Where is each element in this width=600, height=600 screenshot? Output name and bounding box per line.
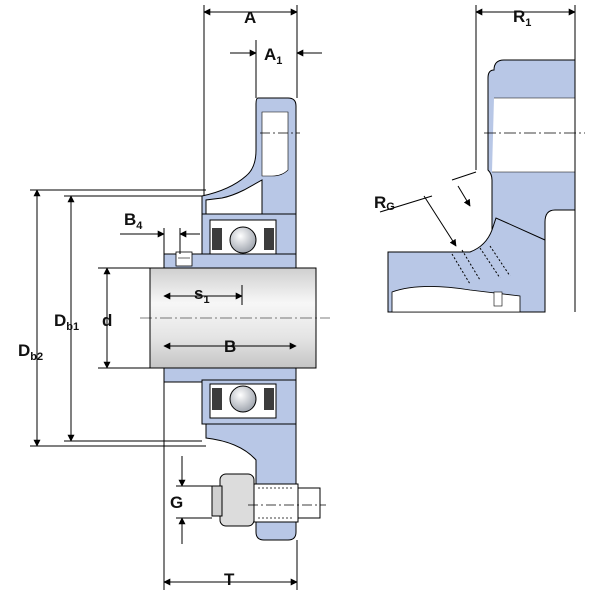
grub-screw xyxy=(175,251,193,267)
detail-bearing-cut xyxy=(391,286,521,313)
detail-screw xyxy=(493,291,503,307)
label-A1: A1 xyxy=(264,45,282,67)
label-A: A xyxy=(244,8,256,27)
label-T: T xyxy=(224,570,235,589)
bolt-shank xyxy=(253,483,299,523)
detail-hatching xyxy=(451,245,511,285)
label-d: d xyxy=(102,311,112,330)
detail-view xyxy=(387,59,585,313)
washer xyxy=(211,485,223,517)
bolt-tip xyxy=(297,487,321,519)
label-B4: B4 xyxy=(124,210,143,232)
ball-lower xyxy=(229,385,257,413)
dimension-labels-main: A A1 B4 Db2 Db1 d s1 B G T xyxy=(18,8,282,589)
label-G: G xyxy=(170,493,183,512)
label-Db2: Db2 xyxy=(18,341,43,363)
dimensions-main xyxy=(30,5,322,590)
flange-relief-upper xyxy=(261,111,289,177)
label-Db1: Db1 xyxy=(54,311,79,333)
label-s1: s1 xyxy=(194,284,210,306)
seal-lower-right xyxy=(264,388,274,410)
label-R1: R1 xyxy=(513,7,531,29)
dimension-labels-detail: R1 RG xyxy=(374,7,531,213)
seal-lower-left xyxy=(212,388,222,410)
dimensions-detail xyxy=(379,5,576,312)
main-view xyxy=(140,97,330,541)
seal-upper-left xyxy=(212,228,222,250)
ball-upper xyxy=(229,226,257,254)
bolt-head xyxy=(219,473,255,527)
detail-relief xyxy=(492,98,575,172)
label-Rg: RG xyxy=(374,193,395,213)
label-B: B xyxy=(224,337,236,356)
seal-upper-right xyxy=(264,228,274,250)
